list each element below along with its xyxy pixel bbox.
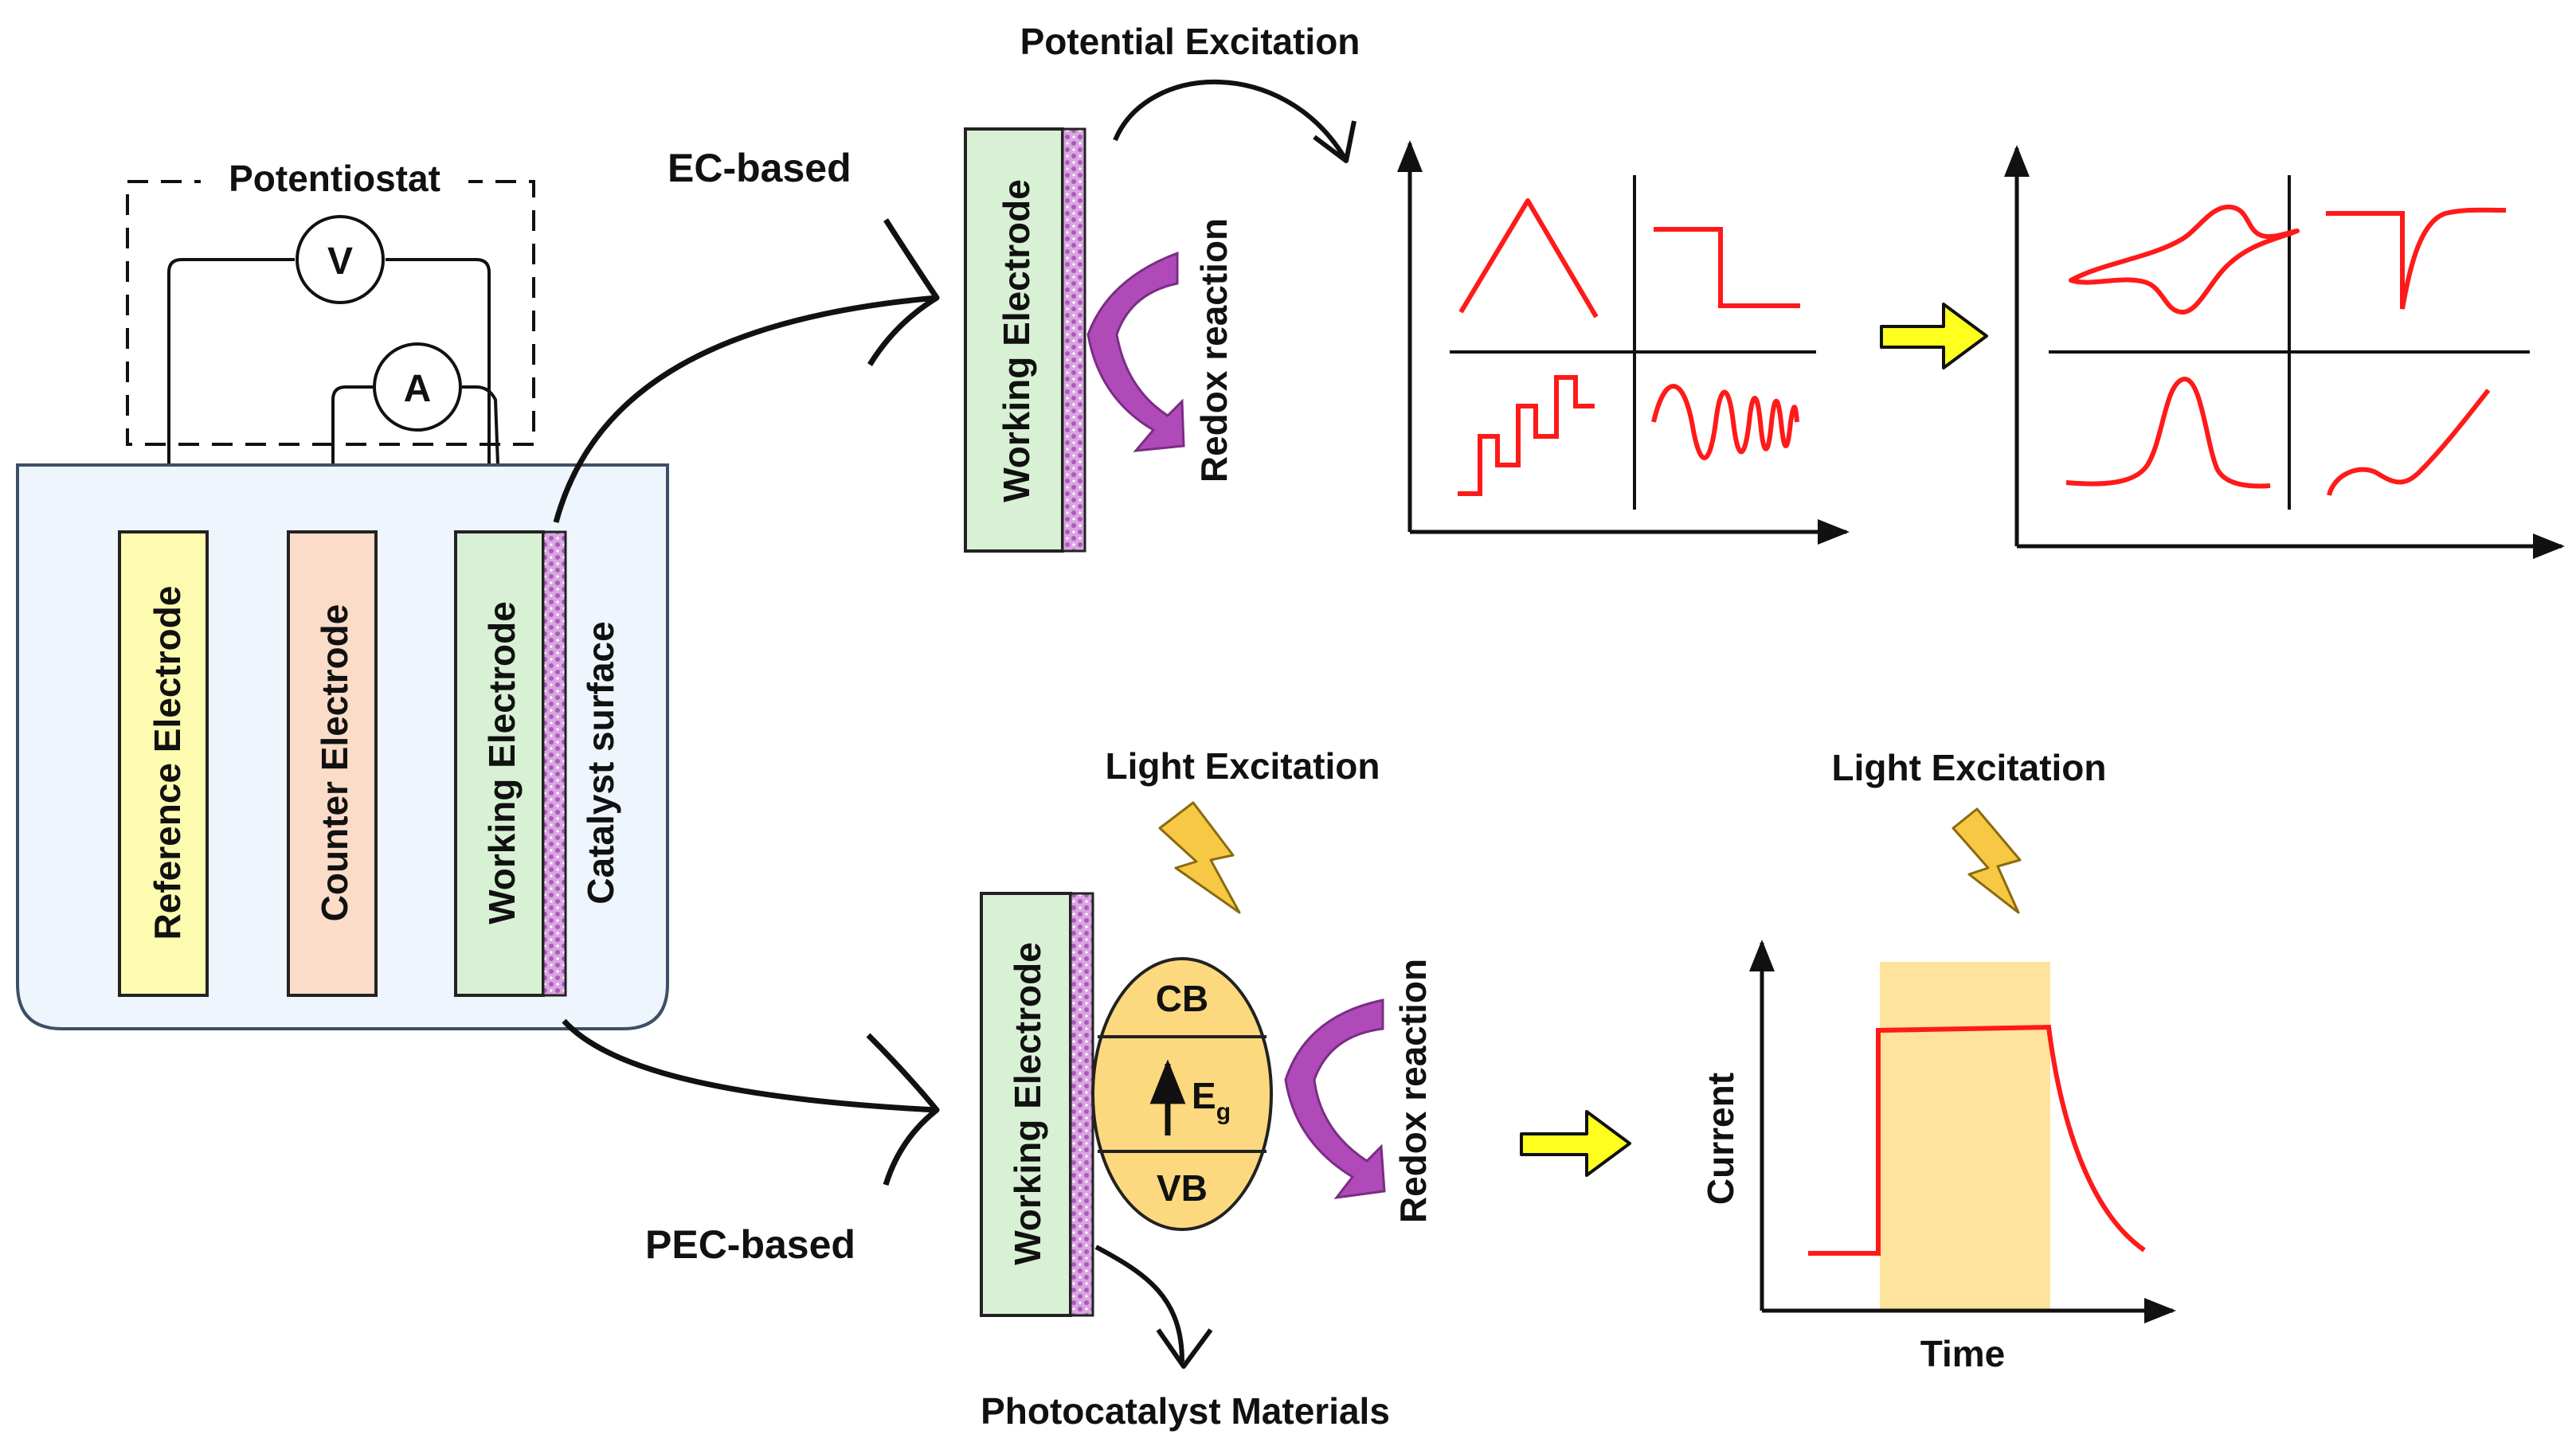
step-waveform: [1654, 227, 1800, 308]
potentiostat-label: Potentiostat: [229, 158, 440, 199]
potential-excitation-arrow: [1113, 79, 1347, 159]
lightning-bolt-icon-2: [1952, 807, 2022, 914]
ammeter-label: A: [404, 368, 432, 410]
impedance-curve: [2327, 389, 2491, 496]
current-axis-label: Current: [1700, 1073, 1741, 1205]
photocurrent-curve: [1808, 1024, 2146, 1256]
pec-catalyst-layer: [1069, 892, 1094, 1317]
valence-band-label: VB: [1157, 1167, 1208, 1209]
wire-ammeter: [331, 385, 502, 532]
reference-electrode-label: Reference Electrode: [147, 586, 188, 940]
right-arrow-icon: [1880, 303, 1988, 369]
ec-redox-label: Redox reaction: [1193, 218, 1235, 483]
cyclic-voltammogram: [2069, 204, 2300, 315]
chronoamperogram: [2326, 207, 2507, 310]
pec-branch-arrow: [562, 1018, 940, 1186]
catalyst-surface-label: Catalyst surface: [580, 621, 621, 904]
working-electrode-label: Working Electrode: [481, 601, 523, 924]
ammeter-icon: A: [373, 342, 462, 432]
counter-electrode-label: Counter Electrode: [314, 604, 355, 922]
ec-based-label: EC-based: [667, 146, 851, 190]
lightning-bolt-icon: [1158, 801, 1241, 914]
counter-electrode: Counter Electrode: [287, 530, 378, 997]
voltmeter-label: V: [327, 240, 353, 283]
photocurrent-chart: Current Time: [1700, 940, 2176, 1374]
conduction-band-label: CB: [1156, 978, 1208, 1019]
photocatalyst-pointer-arrow: [1094, 1245, 1184, 1362]
potentiostat: Potentiostat V A: [126, 151, 535, 532]
bandgap-label: Eg: [1192, 1075, 1231, 1125]
voltmeter-icon: V: [296, 215, 385, 304]
waveform-panel: [1397, 140, 1850, 545]
ec-branch-arrow: [553, 218, 940, 523]
sinusoidal-waveform: [1651, 384, 1799, 460]
staircase-waveform: [1458, 375, 1595, 496]
ec-redox-arrow: [1086, 251, 1185, 452]
time-axis-label: Time: [1920, 1333, 2006, 1374]
pec-working-electrode-label: Working Electrode: [1007, 942, 1048, 1265]
electrochemical-cell: Reference Electrode Counter Electrode Wo…: [16, 463, 669, 1030]
response-light-excitation-label: Light Excitation: [1832, 747, 2107, 788]
pec-based-label: PEC-based: [645, 1222, 855, 1267]
potential-excitation-label: Potential Excitation: [1020, 21, 1360, 62]
pec-redox-label: Redox reaction: [1392, 959, 1434, 1223]
pec-light-excitation-label: Light Excitation: [1106, 745, 1380, 787]
illumination-band: [1880, 962, 2050, 1309]
reference-electrode: Reference Electrode: [118, 530, 209, 997]
catalyst-layer: [542, 530, 567, 997]
pec-redox-arrow: [1284, 999, 1386, 1199]
ec-working-electrode: Working Electrode: [964, 127, 1086, 553]
response-panel: [2004, 145, 2565, 559]
working-electrode: Working Electrode: [454, 530, 567, 997]
right-arrow-icon-pec: [1520, 1110, 1631, 1177]
pec-working-electrode: Working Electrode: [980, 892, 1094, 1317]
ec-working-electrode-label: Working Electrode: [996, 179, 1037, 502]
triangular-waveform: [1458, 198, 1599, 319]
ec-catalyst-layer: [1061, 127, 1086, 553]
peak-voltammogram: [2065, 377, 2271, 489]
semiconductor-band-diagram: CB VB Eg: [1091, 957, 1273, 1231]
photocatalyst-materials-label: Photocatalyst Materials: [981, 1390, 1390, 1432]
